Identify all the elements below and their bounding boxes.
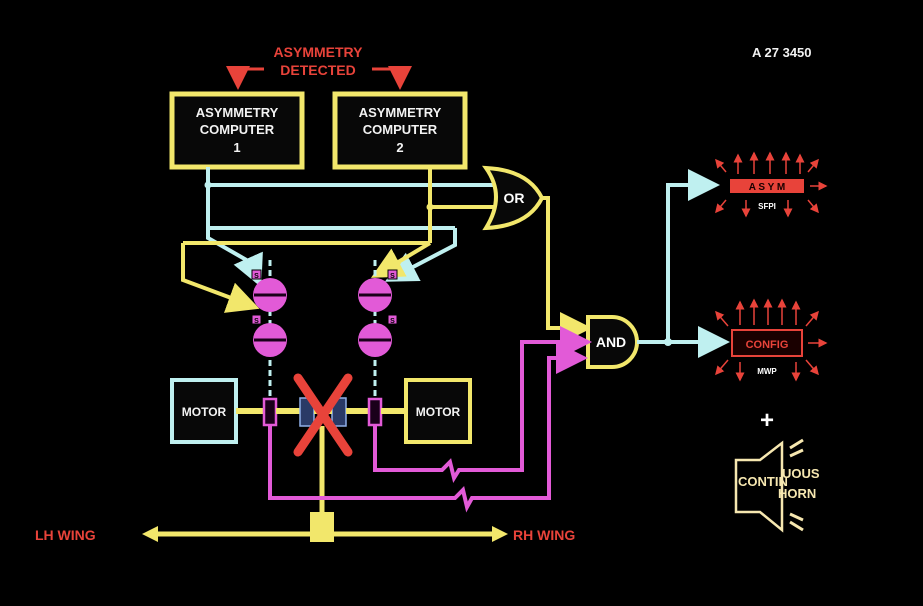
horn-word-3: HORN: [778, 486, 816, 501]
computer-2-line-2: COMPUTER: [363, 122, 438, 137]
computer-2-line-1: ASYMMETRY: [359, 105, 442, 120]
asymmetry-computer-2: ASYMMETRY COMPUTER 2: [332, 91, 468, 170]
asymmetry-computer-1: ASYMMETRY COMPUTER 1: [169, 91, 305, 170]
asym-label: A S Y M: [749, 182, 786, 193]
or-to-and-line: [542, 196, 592, 344]
horn-icon: [734, 440, 784, 533]
junction-dot: [664, 338, 672, 346]
and-output-lines: [637, 169, 730, 358]
sensor-lines: [268, 326, 592, 513]
config-sub-label: MWP: [757, 367, 777, 376]
asym-alert-rays: [715, 151, 828, 218]
horn-word-1: CONTIN: [738, 474, 788, 489]
or-gate-label: OR: [504, 190, 525, 206]
right-brakes: S S: [358, 260, 398, 396]
rh-wing-label: RH WING: [513, 527, 575, 543]
horn-word-2: UOUS: [782, 466, 820, 481]
brake-mark: S: [390, 273, 395, 280]
junction-dot: [426, 203, 434, 211]
left-brakes: S S: [251, 260, 287, 396]
left-motor: MOTOR: [170, 378, 238, 444]
config-annunciator: CONFIG MWP: [715, 298, 828, 382]
computer-1-signal-lines: [206, 167, 500, 282]
config-alert-rays: [715, 298, 828, 382]
asym-annunciator: A S Y M SFPI: [715, 151, 828, 218]
junction-dot: [204, 181, 212, 189]
lh-wing-label: LH WING: [35, 527, 96, 543]
computer-1-line-1: ASYMMETRY: [196, 105, 279, 120]
header-line-1: ASYMMETRY: [274, 44, 364, 60]
computer-1-line-3: 1: [233, 140, 240, 155]
config-label: CONFIG: [746, 339, 789, 351]
reference-number: A 27 3450: [752, 45, 812, 60]
computer-2-signal-lines: [181, 167, 495, 307]
yellow-arrow-to-right-brake: [370, 248, 407, 278]
plus-sign: +: [760, 407, 774, 434]
brake-mark: S: [254, 318, 259, 325]
and-gate-label: AND: [596, 334, 626, 350]
horn-sound-waves: [789, 438, 804, 532]
detected-arrow-left: [226, 66, 264, 90]
computer-2-line-3: 2: [396, 140, 403, 155]
asym-sub-label: SFPI: [758, 202, 776, 211]
brake-mark: S: [390, 318, 395, 325]
failure-x-mark: [293, 373, 353, 457]
wing-axis: LH WING RH WING: [35, 512, 575, 543]
asymmetry-detected-label: ASYMMETRY DETECTED: [226, 44, 412, 90]
continuous-horn: CONTIN UOUS HORN: [734, 438, 820, 533]
yellow-arrow-to-left-brake: [223, 282, 260, 313]
left-motor-label: MOTOR: [182, 405, 227, 419]
header-line-2: DETECTED: [280, 62, 355, 78]
and-gate: AND: [586, 315, 639, 369]
right-motor: MOTOR: [404, 378, 472, 444]
or-gate: OR: [481, 165, 545, 231]
detected-arrow-right: [372, 66, 412, 90]
brake-mark: S: [254, 273, 259, 280]
computer-1-line-2: COMPUTER: [200, 122, 275, 137]
right-motor-label: MOTOR: [416, 405, 461, 419]
